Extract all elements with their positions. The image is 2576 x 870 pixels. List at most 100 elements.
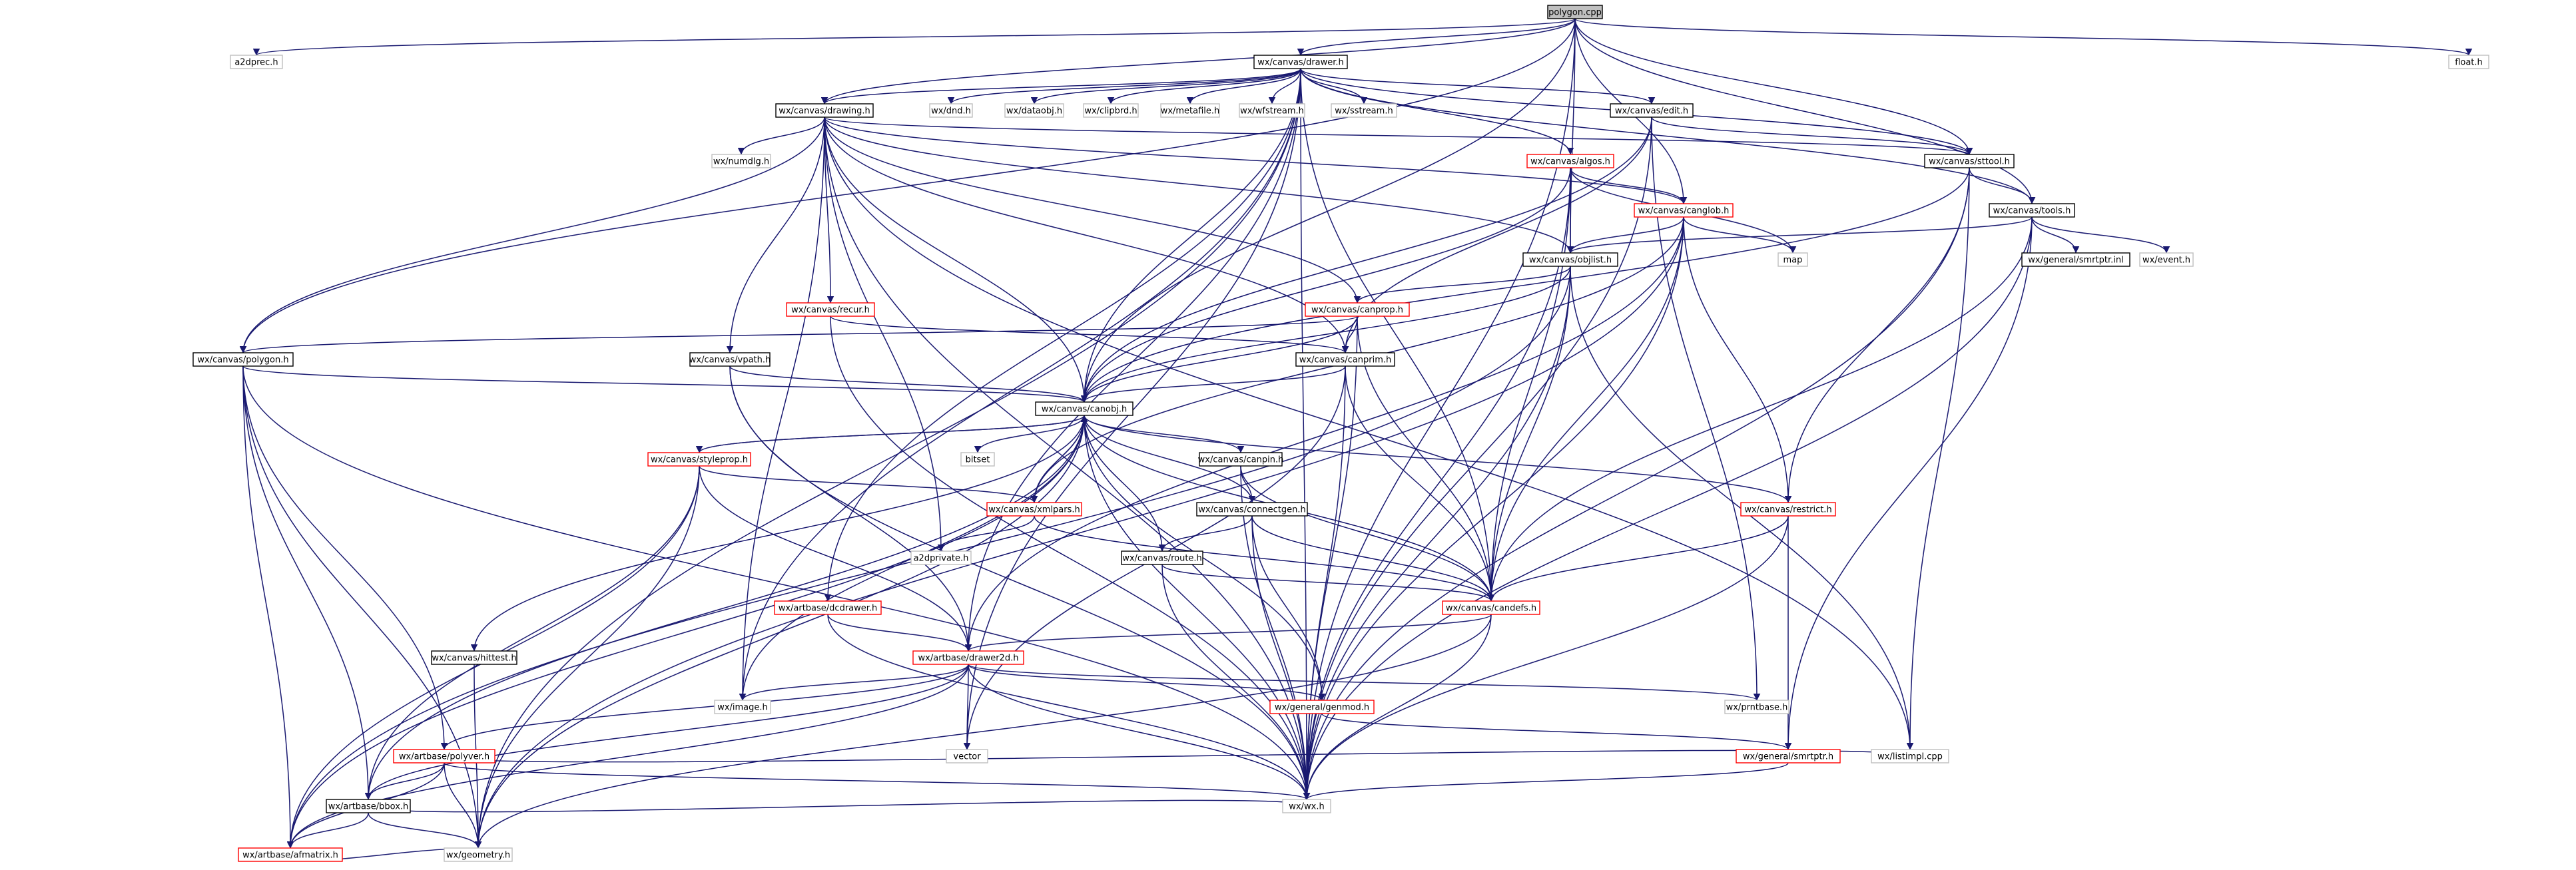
edge-canprop_h-to-wx_h xyxy=(1303,316,1358,800)
edge-drawer2d_h-to-vector xyxy=(963,664,971,750)
node-clipbrd-h[interactable]: wx/clipbrd.h xyxy=(1083,103,1139,118)
edge-polygon_h-to-bbox_h xyxy=(242,365,372,800)
edge-drawer_h-to-dcdrawer_h xyxy=(824,68,1301,602)
node-algos-h[interactable]: wx/canvas/algos.h xyxy=(1526,154,1614,168)
node-dataobj-h[interactable]: wx/dataobj.h xyxy=(1004,103,1064,118)
node-box xyxy=(431,650,517,665)
node-geometry-h[interactable]: wx/geometry.h xyxy=(444,847,513,862)
edge-polygon_cpp-to-polygon_h xyxy=(239,18,1576,353)
node-tools-h[interactable]: wx/canvas/tools.h xyxy=(1989,203,2075,218)
node-candefs-h[interactable]: wx/canvas/candefs.h xyxy=(1442,600,1540,615)
node-canprim-h[interactable]: wx/canvas/canprim.h xyxy=(1295,352,1395,367)
node-label: wx/artbase/afmatrix.h xyxy=(242,851,338,861)
node-canpin-h[interactable]: wx/canvas/canpin.h xyxy=(1198,452,1284,467)
edge-drawer2d_h-to-wx_h xyxy=(968,664,1311,800)
edge-sttool_h-to-canobj_h xyxy=(1080,167,1970,403)
edge-drawer2d_h-to-prntbase_h xyxy=(968,664,1760,701)
node-edit-h[interactable]: wx/canvas/edit.h xyxy=(1610,103,1694,118)
node-a2dprivate-h[interactable]: a2dprivate.h xyxy=(910,550,972,565)
node-styleprop-h[interactable]: wx/canvas/styleprop.h xyxy=(647,452,751,467)
edge-candefs_h-to-wx_h xyxy=(1303,614,1492,800)
node-objlist-h[interactable]: wx/canvas/objlist.h xyxy=(1522,252,1618,267)
edge-dcdrawer_h-to-drawer2d_h xyxy=(827,614,972,652)
node-smrtptr-inl[interactable]: wx/general/smrtptr.inl xyxy=(2021,252,2130,267)
node-event-h[interactable]: wx/event.h xyxy=(2139,252,2194,267)
node-canprop-h[interactable]: wx/canvas/canprop.h xyxy=(1305,302,1410,317)
node-label: wx/canvas/xmlpars.h xyxy=(988,505,1080,515)
edge-styleprop_h-to-bbox_h xyxy=(364,465,700,800)
edge-canglob_h-to-map xyxy=(1683,216,1797,254)
node-polyver-h[interactable]: wx/artbase/polyver.h xyxy=(393,749,495,763)
node-vpath-h[interactable]: wx/canvas/vpath.h xyxy=(689,352,771,367)
node-label: wx/canvas/candefs.h xyxy=(1446,604,1536,614)
node-canglob-h[interactable]: wx/canvas/canglob.h xyxy=(1634,203,1734,218)
edge-sttool_h-to-wx_h xyxy=(1303,167,1970,800)
edge-bbox_h-to-geometry_h xyxy=(368,812,482,849)
node-float-h[interactable]: float.h xyxy=(2448,55,2489,69)
node-vector[interactable]: vector xyxy=(946,749,988,763)
node-polygon-cpp[interactable]: polygon.cpp xyxy=(1547,5,1603,19)
node-restrict-h[interactable]: wx/canvas/restrict.h xyxy=(1740,502,1836,517)
node-sttool-h[interactable]: wx/canvas/sttool.h xyxy=(1924,154,2015,168)
node-bitset[interactable]: bitset xyxy=(960,452,995,467)
edge-drawer_h-to-geometry_h xyxy=(474,68,1301,849)
node-drawer-h[interactable]: wx/canvas/drawer.h xyxy=(1253,55,1348,69)
node-label: wx/numdlg.h xyxy=(713,157,769,167)
node-dnd-h[interactable]: wx/dnd.h xyxy=(929,103,973,118)
node-canobj-h[interactable]: wx/canvas/canobj.h xyxy=(1035,401,1133,416)
node-xmlpars-h[interactable]: wx/canvas/xmlpars.h xyxy=(986,502,1082,517)
node-label: map xyxy=(1783,256,1803,266)
node-dcdrawer-h[interactable]: wx/artbase/dcdrawer.h xyxy=(774,600,882,615)
edge-layer xyxy=(239,18,2472,861)
node-label: wx/canvas/canprim.h xyxy=(1299,355,1391,365)
node-wfstream-h[interactable]: wx/wfstream.h xyxy=(1239,103,1305,118)
node-a2dprec-h[interactable]: a2dprec.h xyxy=(230,55,283,69)
node-drawing-h[interactable]: wx/canvas/drawing.h xyxy=(775,103,874,118)
node-map[interactable]: map xyxy=(1777,252,1808,267)
node-polygon-h[interactable]: wx/canvas/polygon.h xyxy=(192,352,294,367)
node-recur-h[interactable]: wx/canvas/recur.h xyxy=(786,302,875,317)
edge-canglob_h-to-geometry_h xyxy=(474,216,1684,849)
node-label: wx/canvas/sttool.h xyxy=(1929,157,2010,167)
edge-styleprop_h-to-drawer2d_h xyxy=(699,465,972,652)
node-metafile-h[interactable]: wx/metafile.h xyxy=(1160,103,1220,118)
node-listimpl-cpp[interactable]: wx/listimpl.cpp xyxy=(1871,749,1949,763)
edge-polygon_h-to-canobj_h xyxy=(242,365,1088,403)
node-connectgen-h[interactable]: wx/canvas/connectgen.h xyxy=(1196,502,1308,517)
node-afmatrix-h[interactable]: wx/artbase/afmatrix.h xyxy=(238,847,343,862)
node-route-h[interactable]: wx/canvas/route.h xyxy=(1121,550,1203,565)
node-box xyxy=(2448,55,2489,69)
node-image-h[interactable]: wx/image.h xyxy=(714,700,771,714)
node-drawer2d-h[interactable]: wx/artbase/drawer2d.h xyxy=(912,650,1024,665)
node-wx-h[interactable]: wx/wx.h xyxy=(1282,799,1331,813)
node-label: wx/canvas/tools.h xyxy=(1993,206,2071,216)
node-box xyxy=(1777,252,1808,267)
edge-objlist_h-to-candefs_h xyxy=(1487,266,1571,602)
edge-canobj_h-to-route_h xyxy=(1084,415,1166,552)
edge-drawer2d_h-to-image_h xyxy=(739,664,969,701)
node-label: wx/canvas/route.h xyxy=(1122,554,1202,564)
edge-recur_h-to-canprim_h xyxy=(830,316,1349,353)
edge-canprim_h-to-candefs_h xyxy=(1345,365,1495,602)
edge-polyver_h-to-listimpl_cpp xyxy=(444,749,1913,763)
edge-drawer_h-to-dnd_h xyxy=(947,68,1301,105)
node-box xyxy=(910,550,972,565)
node-genmod-h[interactable]: wx/general/genmod.h xyxy=(1269,700,1375,714)
edge-bbox_h-to-wx_h xyxy=(368,799,1310,813)
edge-edit_h-to-canobj_h xyxy=(1080,116,1652,403)
edge-drawer2d_h-to-polyver_h xyxy=(440,664,969,750)
node-label: polygon.cpp xyxy=(1548,8,1602,18)
node-smrtptr-h[interactable]: wx/general/smrtptr.h xyxy=(1736,749,1841,763)
node-label: wx/dnd.h xyxy=(931,107,971,116)
node-numdlg-h[interactable]: wx/numdlg.h xyxy=(711,154,771,168)
node-box xyxy=(689,352,771,367)
node-label: wx/canvas/recur.h xyxy=(791,306,870,316)
edge-polygon_cpp-to-canobj_h xyxy=(1080,18,1576,403)
edge-drawer_h-to-vector xyxy=(963,68,1301,750)
node-hittest-h[interactable]: wx/canvas/hittest.h xyxy=(431,650,517,665)
edge-edit_h-to-wx_h xyxy=(1303,116,1652,800)
node-bbox-h[interactable]: wx/artbase/bbox.h xyxy=(326,799,411,813)
node-prntbase-h[interactable]: wx/prntbase.h xyxy=(1724,700,1789,714)
node-label: wx/canvas/connectgen.h xyxy=(1198,505,1306,515)
node-sstream-h[interactable]: wx/sstream.h xyxy=(1331,103,1397,118)
